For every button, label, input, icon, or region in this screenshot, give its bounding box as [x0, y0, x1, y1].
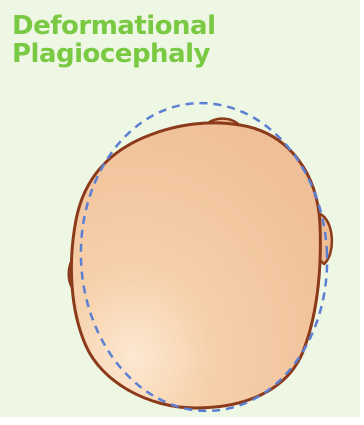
deformed-head-shape [71, 123, 320, 408]
